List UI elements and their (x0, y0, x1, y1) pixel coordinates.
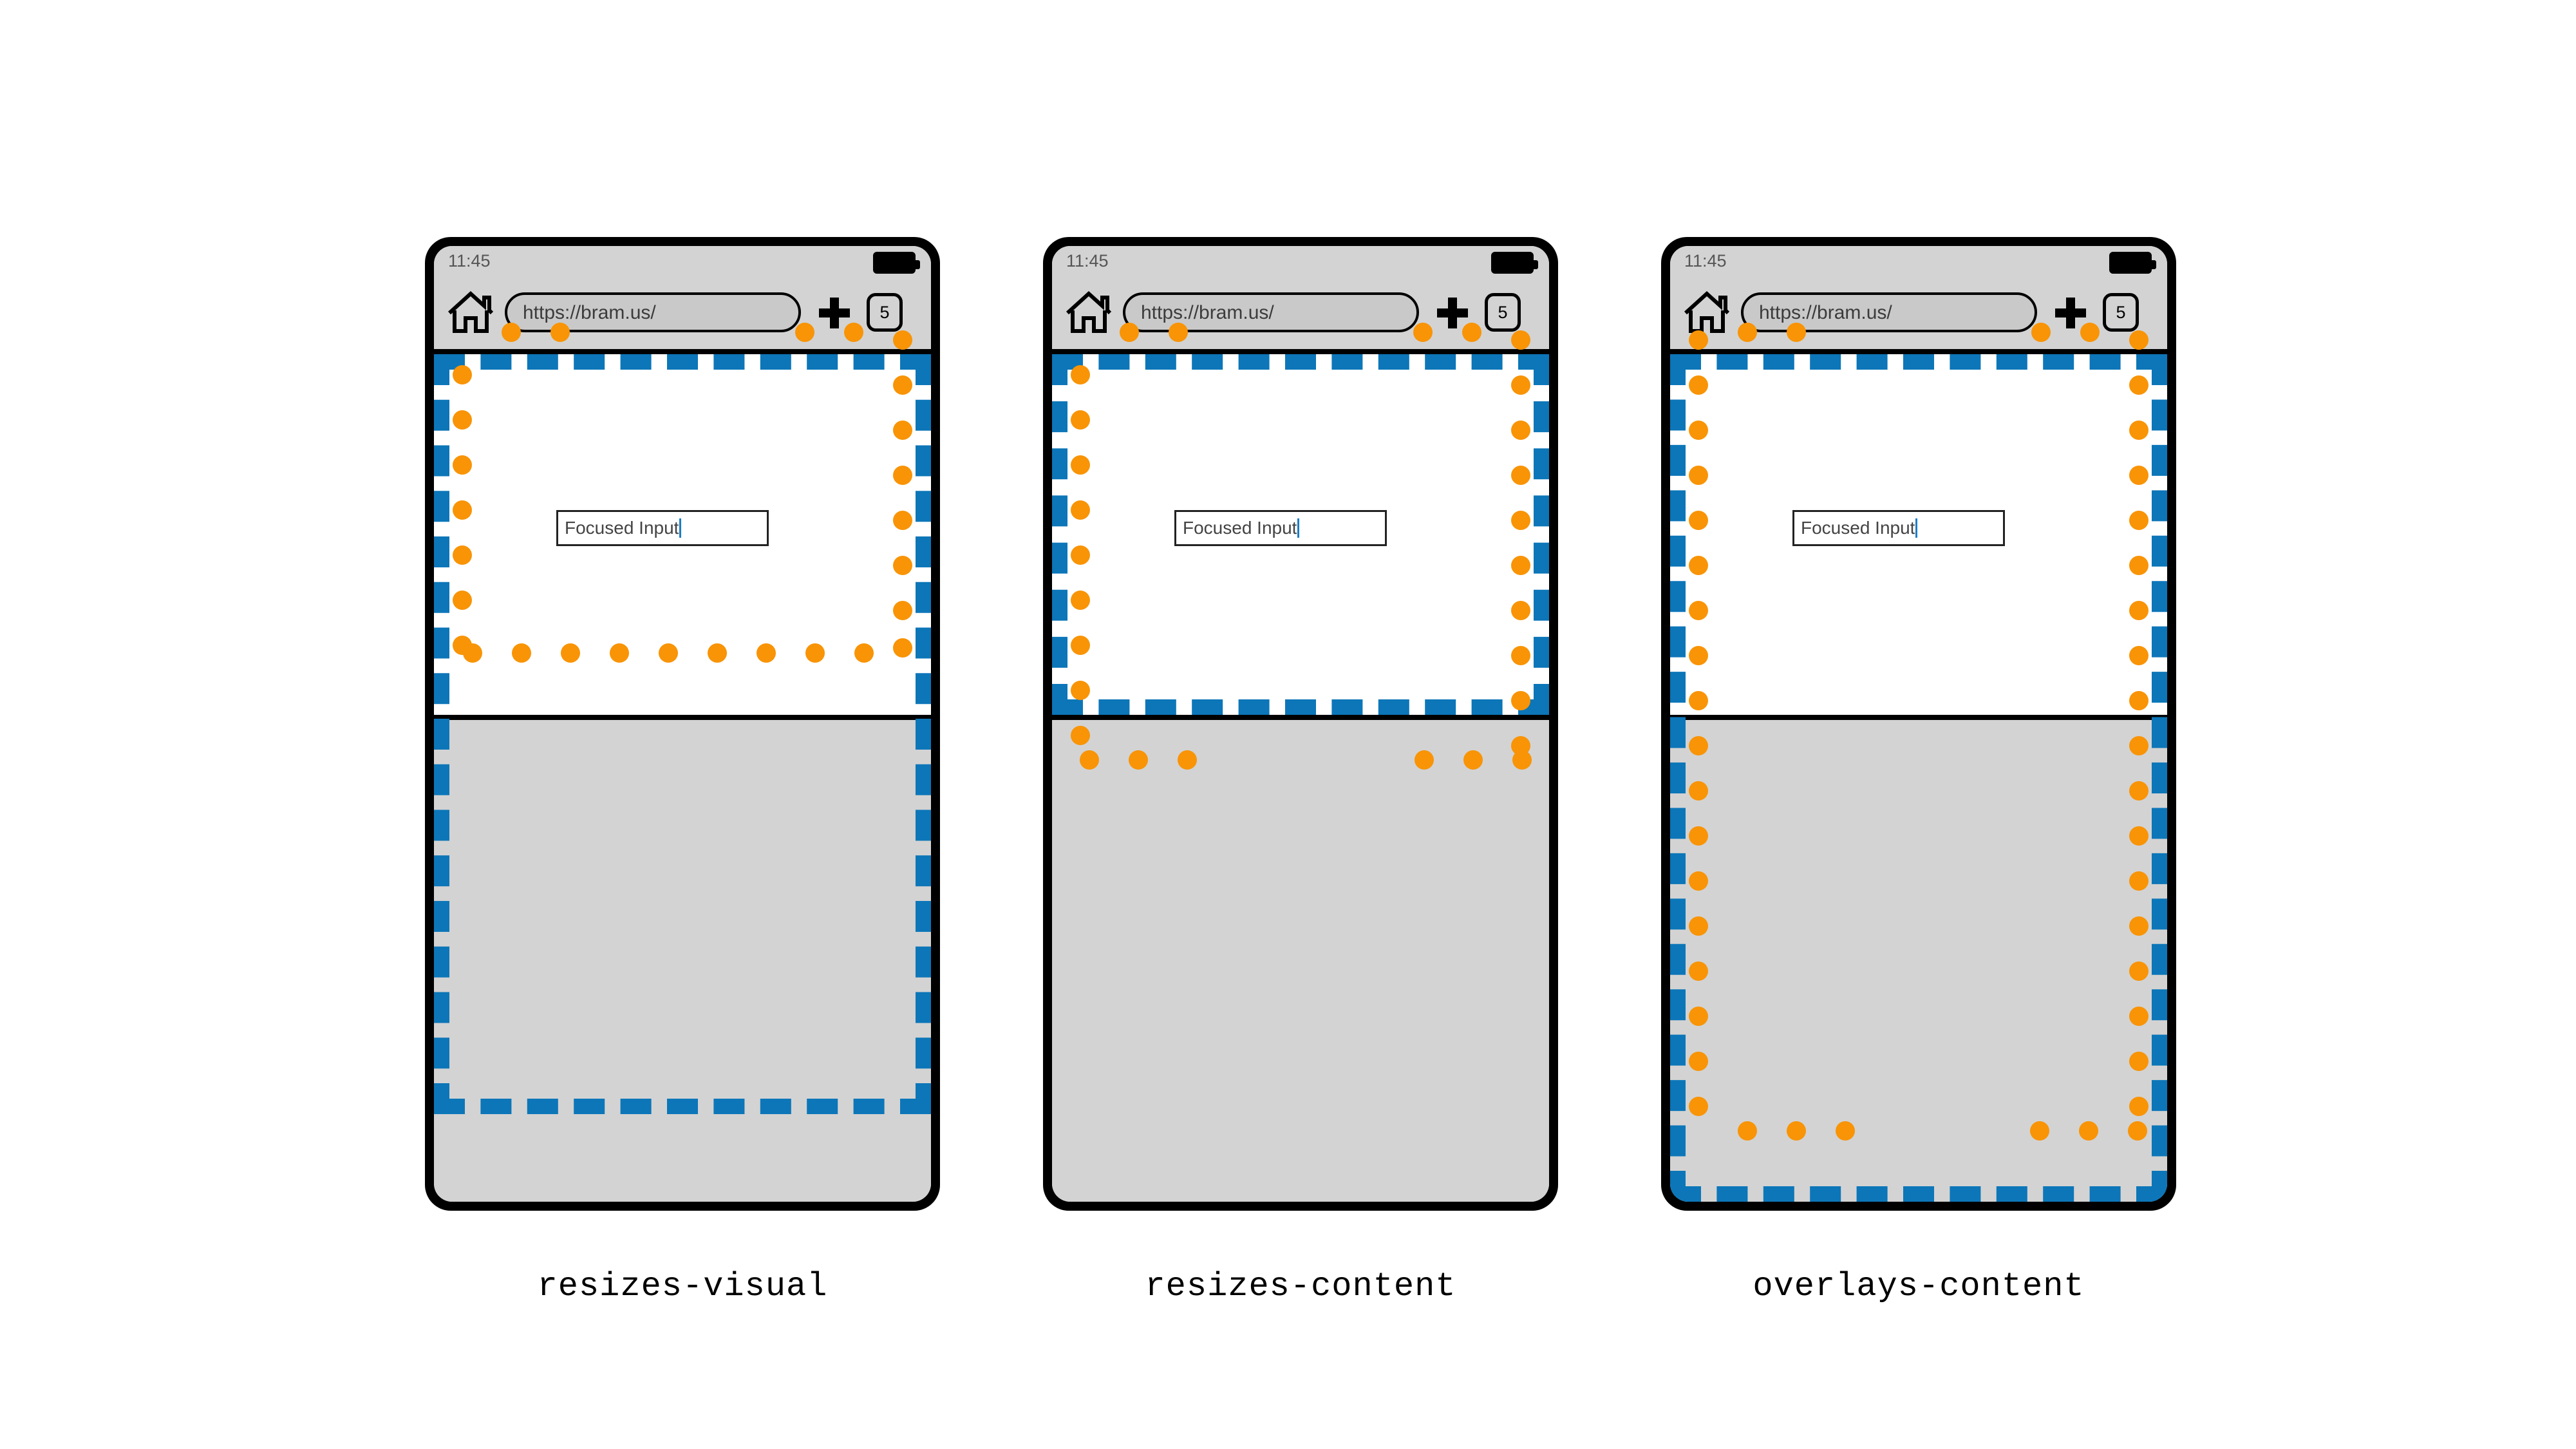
plus-icon[interactable] (2055, 298, 2086, 328)
device-frame: 11:45 https://bram.us/ (1661, 237, 2176, 1211)
visual-viewport: Focused Input (434, 354, 931, 715)
device-frame: 11:45 https://bram.us/ (1043, 237, 1558, 1211)
plus-icon[interactable] (819, 298, 850, 328)
status-bar: 11:45 (1670, 246, 2167, 276)
device-frame: 11:45 https://bram.us/ (425, 237, 940, 1211)
device-screen: 11:45 https://bram.us/ (1670, 246, 2167, 1202)
battery-full-icon (873, 252, 920, 274)
tab-count-button[interactable]: 5 (2103, 293, 2139, 332)
phone-column-resizes-visual: 11:45 https://bram.us/ (425, 0, 1004, 1449)
home-icon[interactable] (447, 290, 494, 335)
caption-overlays-content: overlays-content (1753, 1267, 2085, 1305)
chrome-divider (434, 349, 931, 354)
status-clock: 11:45 (448, 251, 491, 270)
status-clock: 11:45 (1066, 251, 1109, 270)
visual-viewport: Focused Input (1052, 354, 1549, 715)
text-caret (1297, 518, 1300, 538)
phone-column-resizes-content: 11:45 https://bram.us/ (1043, 0, 1622, 1449)
focused-input[interactable]: Focused Input (556, 510, 769, 546)
status-bar: 11:45 (1052, 246, 1549, 276)
url-text: https://bram.us/ (1759, 302, 1892, 323)
chrome-divider (1052, 349, 1549, 354)
tab-count-label: 5 (2116, 302, 2126, 322)
device-screen: 11:45 https://bram.us/ (434, 246, 931, 1202)
url-bar[interactable]: https://bram.us/ (1741, 292, 2037, 332)
phone-column-overlays-content: 11:45 https://bram.us/ (1661, 0, 2241, 1449)
home-icon[interactable] (1683, 290, 1731, 335)
text-caret (679, 518, 682, 538)
url-bar[interactable]: https://bram.us/ (1123, 292, 1419, 332)
url-text: https://bram.us/ (1141, 302, 1274, 323)
browser-chrome: 11:45 https://bram.us/ (434, 246, 931, 354)
focused-input-text: Focused Input (1801, 518, 1918, 538)
browser-toolbar: https://bram.us/ 5 (1052, 276, 1549, 352)
browser-chrome: 11:45 https://bram.us/ (1052, 246, 1549, 354)
focused-input[interactable]: Focused Input (1792, 510, 2005, 546)
battery-full-icon (1491, 252, 1538, 274)
visual-viewport-divider (1670, 715, 2167, 720)
focused-input-text: Focused Input (1183, 518, 1300, 538)
browser-chrome: 11:45 https://bram.us/ (1670, 246, 2167, 354)
caption-resizes-content: resizes-content (1145, 1267, 1456, 1305)
device-screen: 11:45 https://bram.us/ (1052, 246, 1549, 1202)
visual-viewport-divider (1052, 715, 1549, 720)
focused-input-text: Focused Input (565, 518, 682, 538)
chrome-divider (1670, 349, 2167, 354)
on-screen-keyboard (1670, 720, 2167, 1202)
url-text: https://bram.us/ (523, 302, 656, 323)
status-clock: 11:45 (1684, 251, 1727, 270)
url-bar[interactable]: https://bram.us/ (505, 292, 801, 332)
text-caret (1915, 518, 1918, 538)
tab-count-button[interactable]: 5 (1485, 293, 1521, 332)
on-screen-keyboard (434, 720, 931, 1202)
tab-count-label: 5 (879, 302, 890, 322)
home-icon[interactable] (1065, 290, 1113, 335)
caption-resizes-visual: resizes-visual (537, 1267, 828, 1305)
visual-viewport-divider (434, 715, 931, 720)
visual-viewport: Focused Input (1670, 354, 2167, 715)
plus-icon[interactable] (1437, 298, 1468, 328)
on-screen-keyboard (1052, 720, 1549, 1202)
focused-input[interactable]: Focused Input (1174, 510, 1387, 546)
tab-count-label: 5 (1498, 302, 1508, 322)
battery-full-icon (2109, 252, 2156, 274)
browser-toolbar: https://bram.us/ 5 (434, 276, 931, 352)
status-bar: 11:45 (434, 246, 931, 276)
browser-toolbar: https://bram.us/ 5 (1670, 276, 2167, 352)
tab-count-button[interactable]: 5 (867, 293, 903, 332)
